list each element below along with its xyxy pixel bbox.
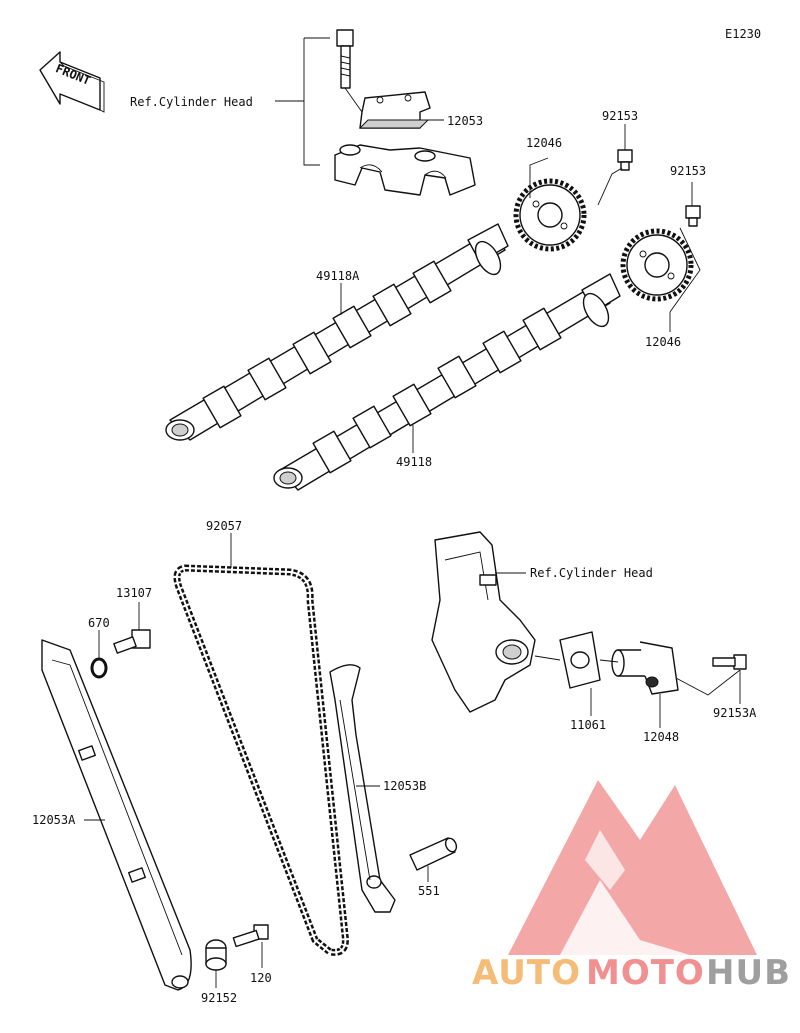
guide-bolt-13107 <box>113 629 151 654</box>
washer-670 <box>90 657 108 679</box>
label-12048: 12048 <box>643 730 679 744</box>
label-92153a: 92153A <box>713 706 757 720</box>
chain-tensioner-12048 <box>611 641 679 695</box>
label-13107: 13107 <box>116 586 152 600</box>
label-92057: 92057 <box>206 519 242 533</box>
front-arrow-shape <box>39 51 101 111</box>
chain-guide-right <box>329 664 396 913</box>
label-49118: 49118 <box>396 455 432 469</box>
label-ref-cylinder-head-right: Ref.Cylinder Head <box>530 566 653 580</box>
label-49118a: 49118A <box>316 269 360 283</box>
camshaft-exhaust <box>165 223 509 441</box>
chain-guide-left <box>41 639 192 991</box>
logo-text-auto: AUTO <box>472 953 581 993</box>
sprocket-bolt-lower <box>685 205 701 227</box>
label-92153-b: 92153 <box>670 164 706 178</box>
label-92152: 92152 <box>201 991 237 1005</box>
sprocket-lower <box>620 228 694 302</box>
logo-triangle-cut <box>560 880 690 955</box>
logo-text-moto: MOTO <box>586 953 705 993</box>
label-120: 120 <box>250 971 272 985</box>
label-12046-b: 12046 <box>645 335 681 349</box>
holder-bolt-head <box>336 29 354 47</box>
label-670: 670 <box>88 616 110 630</box>
front-arrow: FRONT <box>39 51 105 113</box>
bolt-120 <box>232 924 269 948</box>
collar-92152 <box>205 939 227 971</box>
label-12053b: 12053B <box>383 779 426 793</box>
holder-bolt-shank <box>340 45 351 89</box>
camshaft-intake <box>273 273 621 491</box>
sprocket-upper <box>513 178 587 252</box>
label-12046-a: 12046 <box>526 136 562 150</box>
tensioner-bolt-92153a <box>712 654 747 670</box>
camshaft-holder-assembly <box>275 29 476 196</box>
label-11061: 11061 <box>570 718 606 732</box>
automotohub-logo: AUTO MOTO HUB <box>472 780 791 993</box>
diagram-code: E1230 <box>725 27 761 41</box>
pin-551 <box>409 837 458 871</box>
label-551: 551 <box>418 884 440 898</box>
cam-chain <box>173 564 349 956</box>
sprocket-bolt-upper <box>617 149 633 171</box>
logo-triangle <box>508 780 757 955</box>
camshaft-cap <box>334 144 476 196</box>
label-12053: 12053 <box>447 114 483 128</box>
tensioner-gasket-11061 <box>559 631 601 689</box>
logo-text-hub: HUB <box>706 953 791 993</box>
label-12053a: 12053A <box>32 813 76 827</box>
cylinder-head-section <box>431 531 536 713</box>
logo-triangle-cut-2 <box>585 830 625 890</box>
label-ref-cylinder-head-top: Ref.Cylinder Head <box>130 95 253 109</box>
label-92153-a: 92153 <box>602 109 638 123</box>
